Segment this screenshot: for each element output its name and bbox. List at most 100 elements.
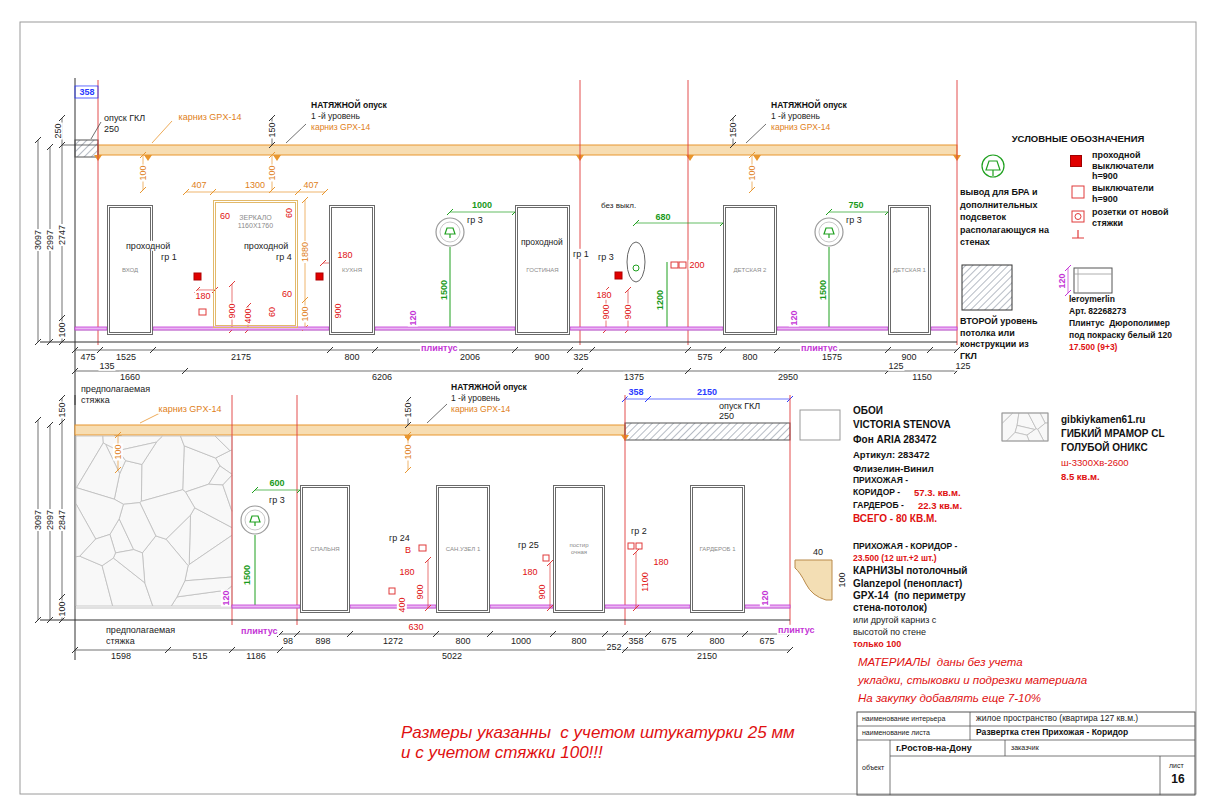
legend-swatch [1070,155,1082,167]
dimension-value: 1300 [244,180,266,190]
dimension-tick [720,347,726,353]
dimension-tick [787,647,793,653]
dimension-value: 600 [268,478,285,488]
dimension-tick [633,605,639,611]
dimension-tick [645,396,651,402]
marble-sample-stone [1007,432,1030,441]
dimension-value: 100 [138,164,148,181]
dimension-tick [229,647,235,653]
dimension-value: 900 [601,303,611,320]
dimension-value: 2006 [459,352,481,362]
annotation-text: Флизелин-Винил [852,464,935,475]
bra-lamp [445,228,455,234]
title-block-line [1160,756,1161,795]
dimension-tick [115,467,121,473]
flexible-marble-stone [113,550,144,583]
door-box: ГАРДЕРОБ 1 [690,485,745,613]
title-block-line [857,740,1195,741]
dimension-value: 100 [57,600,67,617]
leader-line [91,122,101,139]
switch [636,543,642,549]
dimension-value: 120 [221,589,231,606]
dimension-value: 400 [397,596,407,613]
dimension-tick [59,339,65,345]
dimension-tick [165,647,171,653]
dimension-tick [425,605,431,611]
dimension-value: 2747 [57,224,67,246]
dimension-value: 2997 [45,229,55,251]
gkl-drop [625,423,790,440]
dimension-value: 407 [302,180,319,190]
dimension-value: 1186 [245,651,266,661]
dimension-value: 2997 [45,509,55,531]
title-block-line [890,756,1195,757]
annotation-text: 1 -й уровень [770,112,821,122]
dimension-value: 2150 [696,387,718,397]
bra-ring [245,510,265,530]
bra-stem [254,522,255,526]
dimension-value: 100 [113,443,123,460]
dimension-value: 325 [572,352,589,362]
dimension-value: 358 [627,636,644,646]
pass-switch [615,272,622,279]
baseboard [350,605,436,608]
annotation-text: карниз GPX-14 [178,112,243,122]
flexible-marble-stone [185,535,232,581]
cornice-marker [753,155,761,161]
dimension-tick [774,347,780,353]
bra-ring [440,222,460,242]
dimension-value: 120 [760,589,770,606]
dimension-tick [269,142,275,148]
socket-symbol-hole [1075,214,1081,220]
dimension-tick [954,347,960,353]
dimension-line [186,192,325,193]
dimension-value: 1525 [115,352,137,362]
dimension-tick [602,631,608,637]
annotation-text: заказчик [1010,744,1040,752]
switch [419,545,426,551]
bra-symbol-stem [992,170,993,176]
dimension-tick [59,315,65,321]
annotation-text: укладки, стыковки и подрезки материала [857,674,1088,687]
sheet-frame [20,22,1196,794]
dimension-value: 2175 [230,352,252,362]
dimension-value: 100 [747,164,757,181]
flexible-marble-stone [181,436,230,458]
dimension-tick [322,189,328,195]
dimension-tick [685,347,691,353]
marble-sample [1002,413,1048,441]
annotation-text: На закупку добавлять еще 7-10% [857,692,1042,705]
dimension-tick [405,432,411,438]
annotation-text: проходной [520,238,564,248]
room-label: ГОСТИНАЯ [526,267,558,274]
dimension-value: 900 [537,583,547,600]
dimension-tick [47,144,53,150]
annotation-text: 8.5 кв.м. [1060,472,1101,483]
dimension-tick [35,137,41,143]
dimension-value: 180 [521,567,538,577]
annotation-text: Развертка стен Прихожая - Коридор [975,728,1129,738]
dimension-value: 40 [812,547,824,557]
dimension-value: 675 [660,636,677,646]
dimension-value: 358 [78,87,95,97]
leader-line [140,413,160,423]
dimension-tick [59,594,65,600]
annotation-text: лист [1168,762,1185,770]
dimension-value: 125 [954,361,971,371]
room-label: ЗЕРКАЛО 1160X1760 [231,214,281,230]
dimension-tick [1065,265,1071,271]
gkl-sample [962,265,1012,310]
pass-switch [316,273,323,280]
dimension-value: 800 [741,352,758,362]
annotation-text: стяжка [105,636,136,646]
bra-symbol-lamp [986,161,1000,170]
dimension-line [636,223,723,224]
room-label: САН.УЗЕЛ 1 [446,546,480,553]
dimension-value: 16 [1170,773,1185,787]
switch [628,543,634,549]
height-line [829,247,830,330]
dimension-value: 2950 [777,372,799,382]
annotation-text: Размеры указанны с учетом штукатурки 25 … [400,723,796,743]
dimension-value: 60 [219,211,231,221]
